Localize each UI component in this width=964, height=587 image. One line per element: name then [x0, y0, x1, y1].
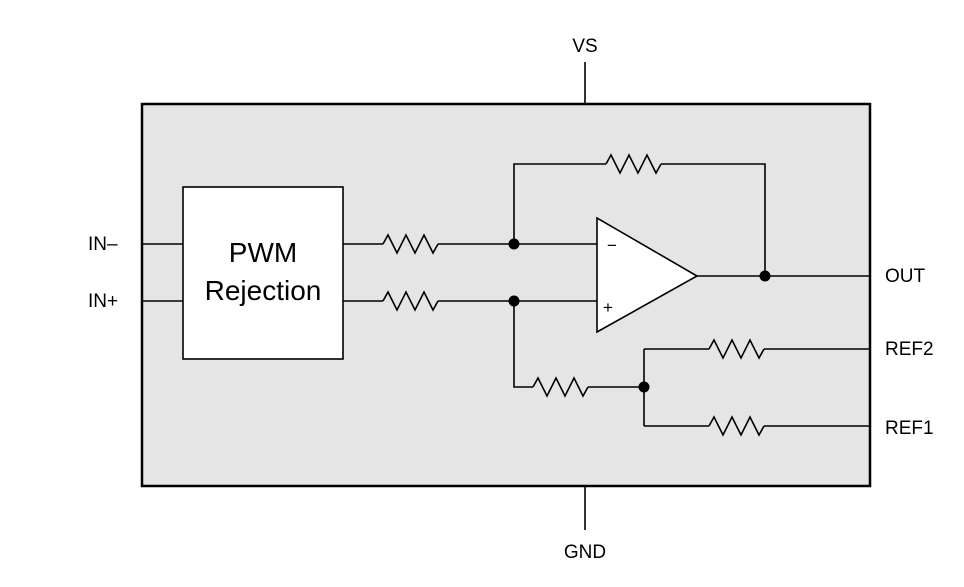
- junction-ref: [638, 381, 650, 393]
- feedback-resistor: [605, 153, 662, 175]
- inv-input-resistor: [382, 233, 439, 255]
- ref2-resistor: [708, 338, 765, 360]
- pwm-rejection-block: [182, 186, 344, 360]
- in-minus-label: IN–: [88, 234, 118, 255]
- pwm-rejection-line2: Rejection: [205, 275, 322, 306]
- ref-resistor: [532, 376, 589, 398]
- ref-wire-down: [513, 301, 533, 388]
- op-amp-plus-sign: +: [603, 298, 613, 317]
- op-amp: [596, 216, 699, 334]
- feedback-wire-left: [513, 163, 606, 244]
- junction-inv: [508, 238, 520, 250]
- out-pin-label: OUT: [885, 266, 926, 287]
- ref1-pin-label: REF1: [885, 418, 934, 439]
- vs-pin-label: VS: [572, 36, 597, 57]
- op-amp-minus-sign: −: [607, 236, 617, 255]
- gnd-pin-label: GND: [564, 542, 606, 563]
- ref1-resistor: [708, 415, 765, 437]
- junction-ninv: [508, 295, 520, 307]
- ninv-input-resistor: [382, 290, 439, 312]
- in-plus-label: IN+: [88, 291, 118, 312]
- pwm-rejection-line1: PWM: [229, 237, 297, 268]
- junction-out: [759, 270, 771, 282]
- feedback-wire-right: [661, 163, 766, 276]
- ref2-pin-label: REF2: [885, 339, 934, 360]
